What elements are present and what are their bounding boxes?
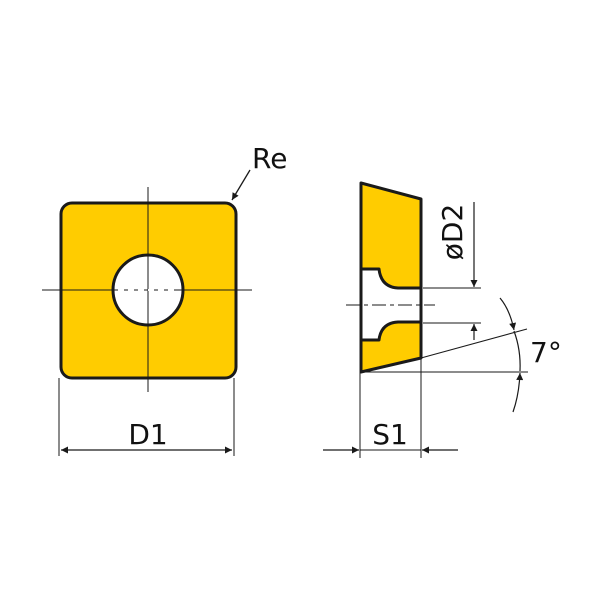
angle-arc-mid xyxy=(513,330,521,372)
d1-label: D1 xyxy=(128,418,167,451)
s1-label: S1 xyxy=(372,418,408,451)
angle-label: 7° xyxy=(530,336,562,369)
re-label: Re xyxy=(252,142,287,175)
front-view: Re D1 xyxy=(42,142,287,456)
angle-arc-lower xyxy=(512,372,524,413)
angle-arc-upper xyxy=(499,297,517,331)
angle-inclined-line xyxy=(420,328,528,359)
side-view: øD2 7° S1 xyxy=(323,181,562,458)
d2-label: øD2 xyxy=(436,204,469,261)
re-leader-arrow xyxy=(231,169,251,201)
